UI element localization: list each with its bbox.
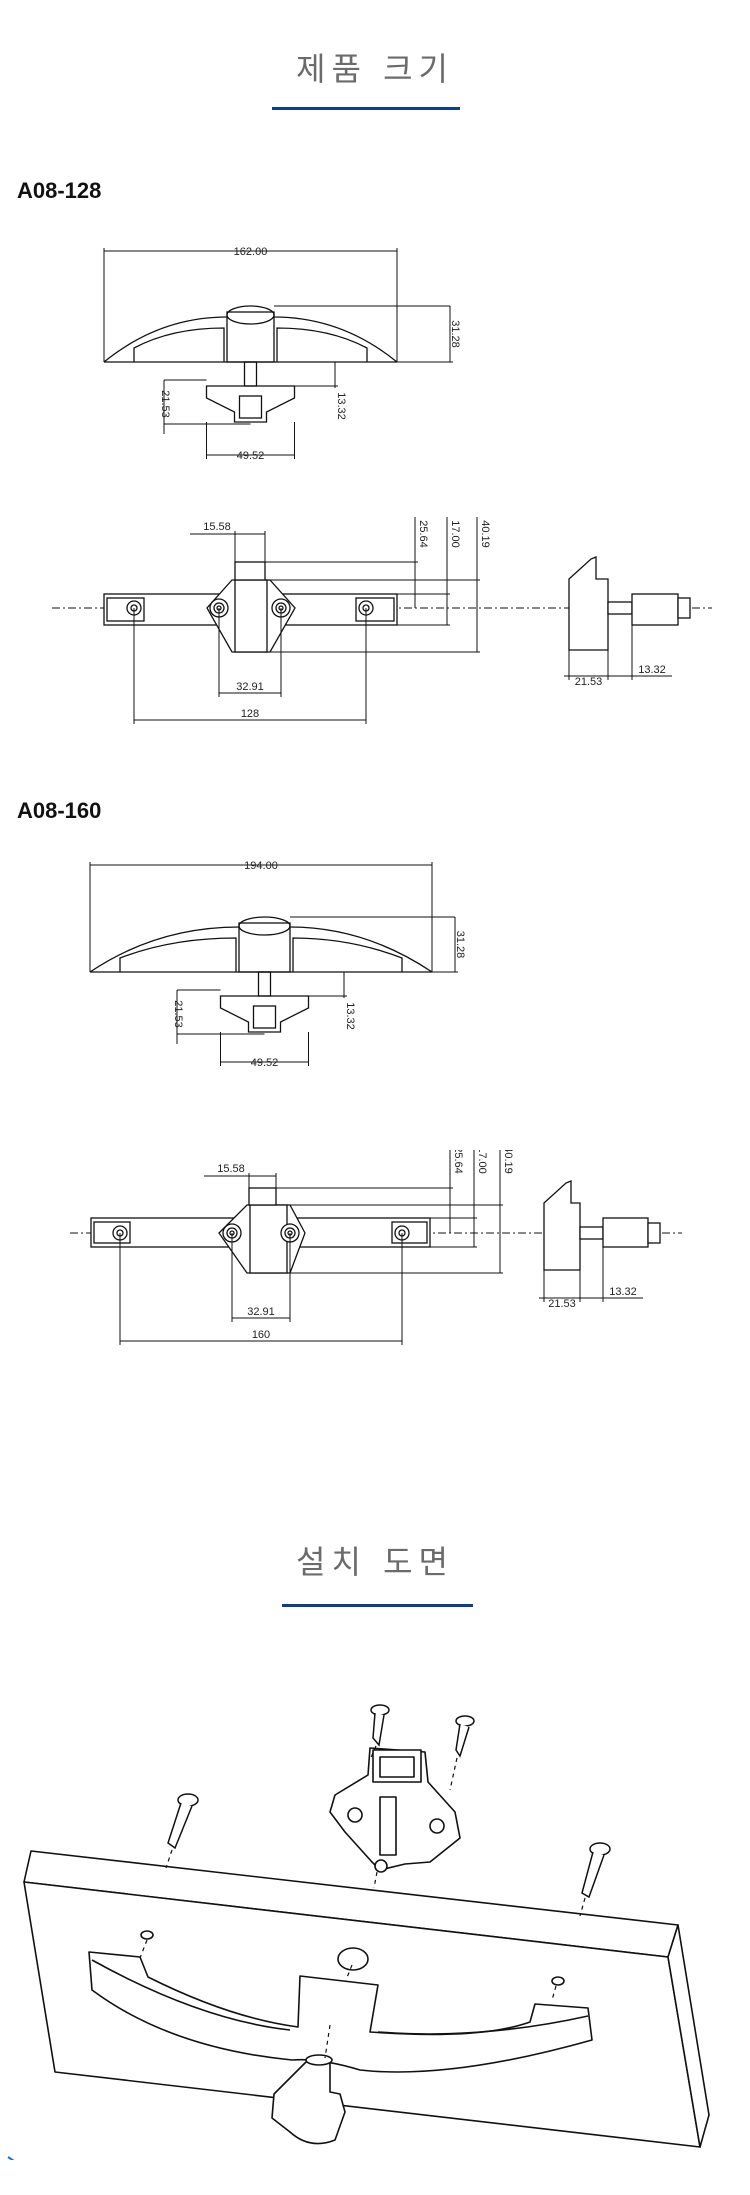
dimension-label: 15.58 [217,1163,245,1175]
dimension-label: 21.53 [575,676,603,688]
dimension-label: 162.00 [234,246,268,258]
handle-outline [103,316,398,363]
dimension-label: 49.52 [237,450,265,462]
dimension-label: 15.58 [203,521,231,533]
knob-top [226,305,275,325]
handle-body [88,1951,593,2073]
knob-body [226,311,275,363]
dimension-label: 128 [241,708,259,720]
side-body [568,556,609,651]
dimension-label: 32.91 [236,681,264,693]
lock-body [219,995,310,1033]
mount-hole [337,1947,369,1971]
dimension-label: 13.32 [638,664,666,676]
knob-top [238,916,291,936]
corner-mark [7,2156,15,2160]
front-view-drawing: 15.58 25.64 17.00 40.19 32.91 128 21.53 13.32 [52,517,712,724]
insert [238,395,263,419]
model-label: A08-128 [17,178,102,203]
plunger-channel [249,1204,288,1274]
screw-icon [370,1704,390,1747]
side-stem [607,601,633,615]
screw-icon [581,1842,611,1899]
title-underline [272,107,460,110]
side-stem [579,1226,604,1240]
side-cylinder [631,593,679,626]
side-cap [647,1222,661,1244]
dimension-label: 160 [252,1329,270,1341]
board-side-face [667,1924,710,2148]
lock-body [205,385,296,423]
dimension-label: 31.28 [454,931,466,959]
knob [271,2059,346,2145]
stem [243,361,258,387]
product-size-title: 제품 크기 [296,50,454,88]
title-underline [282,1604,473,1607]
side-cylinder [602,1217,649,1248]
screw-icon [167,1793,199,1850]
dimension-label: 13.32 [609,1286,637,1298]
dimension-label: 21.53 [159,390,171,418]
side-cap [677,597,691,619]
side-body [543,1180,581,1271]
mount-hole [551,1976,565,1986]
model-label: A08-160 [17,798,102,823]
dimension-label: 17.00 [449,520,461,548]
dimension-label: 194.00 [244,860,278,872]
dimension-label: 17.00 [476,1150,488,1174]
plunger [234,561,266,581]
dimension-label: 13.32 [344,1002,356,1030]
plunger [248,1187,277,1206]
screw-icon [455,1715,475,1758]
dimension-label: 21.53 [172,1000,184,1028]
plunger-channel [234,579,268,653]
top-view-drawing: 194.00 31.28 21.53 13.32 49.52 [89,860,466,1069]
dimension-label: 32.91 [247,1306,275,1318]
handle-outline [89,926,433,973]
installation-diagram [7,1704,710,2160]
dimension-label: 31.28 [449,320,461,348]
dimension-label: 40.19 [479,520,491,548]
dimension-label: 21.53 [548,1298,576,1310]
dimension-label: 25.64 [452,1150,464,1174]
dimension-label: 49.52 [251,1057,279,1069]
stem [257,971,272,997]
screws [167,1704,611,1899]
installation-title: 설치 도면 [296,1543,454,1581]
knob-body [238,922,291,973]
dimension-label: 25.64 [417,520,429,548]
front-view-drawing: 15.58 25.64 17.00 40.19 32.91 160 21.53 13.32 [70,1150,682,1345]
insert [252,1005,277,1029]
top-view-drawing: 162.00 31.28 21.53 13.32 49.52 [103,246,461,462]
mount-hole [140,1930,154,1940]
dimension-label: 40.19 [502,1150,514,1174]
dimension-label: 13.32 [335,392,347,420]
